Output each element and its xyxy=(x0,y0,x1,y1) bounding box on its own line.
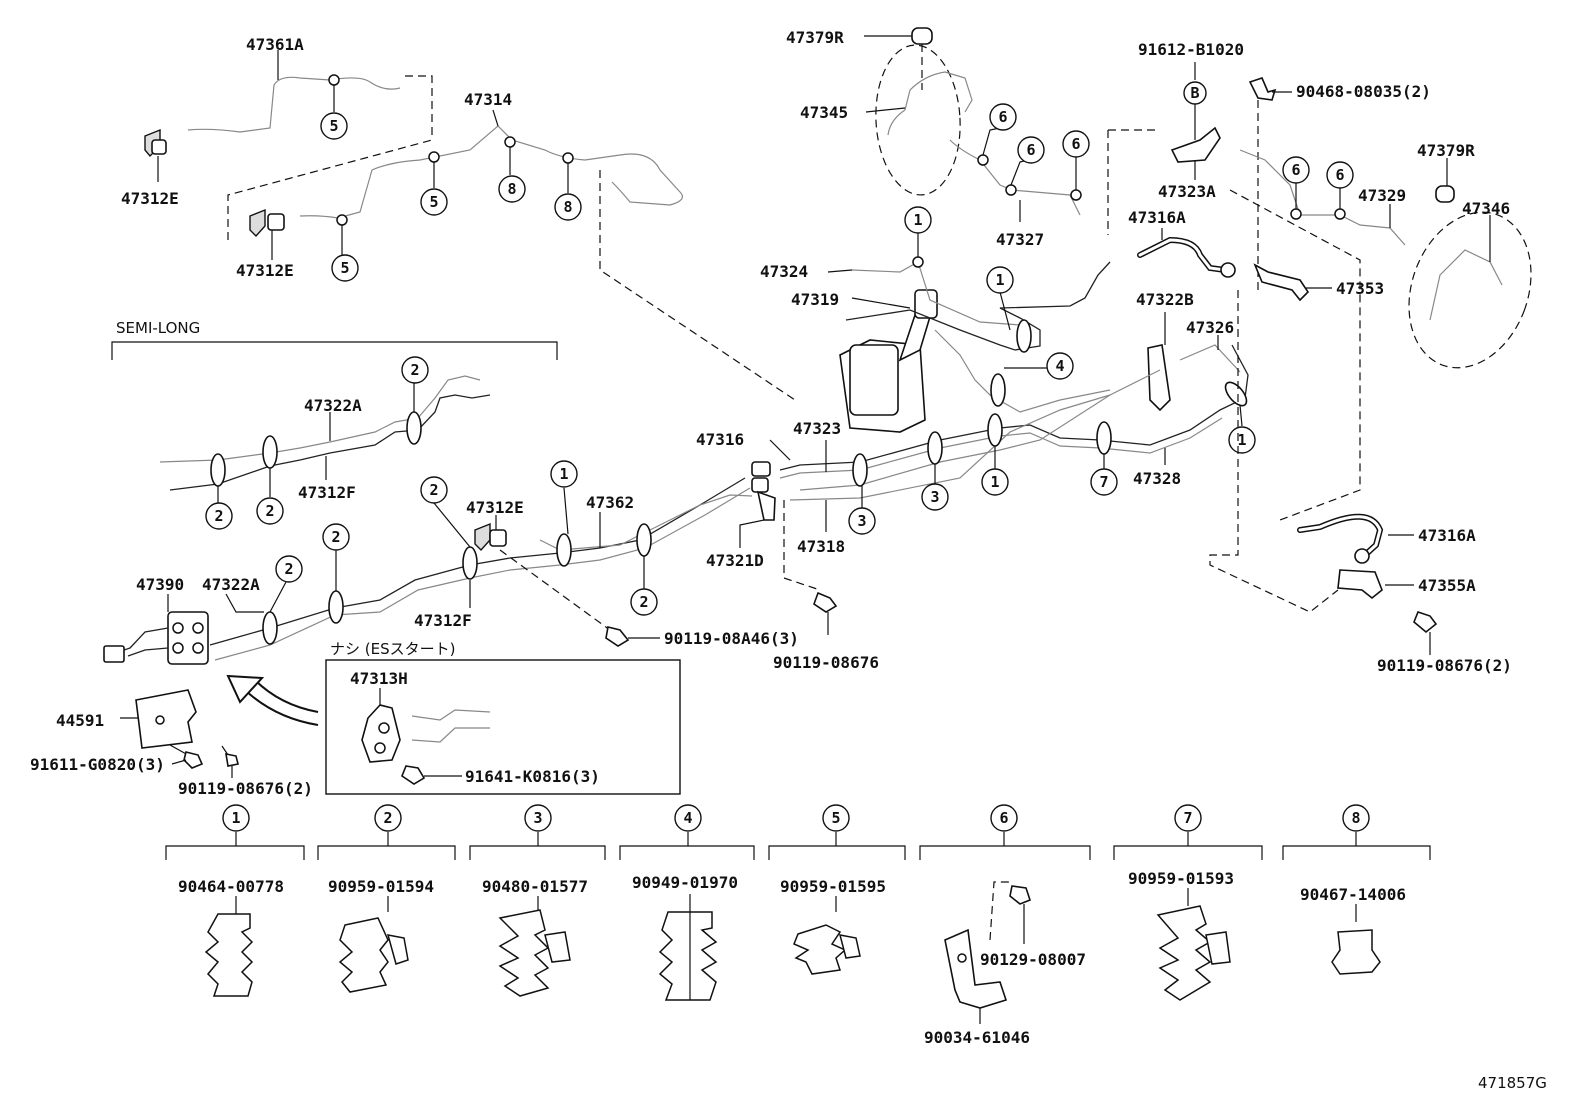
label-91611-G0820: 91611-G0820(3) xyxy=(30,755,165,774)
label-90119-08676-left: 90119-08676(2) xyxy=(178,779,313,798)
label-47322B: 47322B xyxy=(1136,290,1194,309)
clamp-no-2: 2 xyxy=(383,809,392,827)
svg-text:8: 8 xyxy=(563,198,572,216)
svg-text:5: 5 xyxy=(340,259,349,277)
clamp-part-4: 90949-01970 xyxy=(632,873,738,892)
svg-text:5: 5 xyxy=(329,117,338,135)
label-semi-long: SEMI-LONG xyxy=(116,319,200,337)
svg-text:6: 6 xyxy=(1026,141,1035,159)
svg-text:2: 2 xyxy=(639,593,648,611)
clamp-no-7: 7 xyxy=(1183,809,1192,827)
group-top-left xyxy=(144,50,796,401)
label-es-start-note: ナシ (ESスタート) xyxy=(330,640,455,658)
label-91612-B1020: 91612-B1020 xyxy=(1138,40,1244,59)
label-47346: 47346 xyxy=(1462,199,1510,218)
clamp-no-8: 8 xyxy=(1351,809,1360,827)
label-47345: 47345 xyxy=(800,103,848,122)
group-left-lower: 2 2 2 1 2 xyxy=(103,460,753,778)
clamp-part-7: 90959-01593 xyxy=(1128,869,1234,888)
svg-text:B: B xyxy=(1190,84,1199,102)
label-47327: 47327 xyxy=(996,230,1044,249)
label-47312E-lower-center: 47312E xyxy=(466,498,524,517)
clamp-part-2: 90959-01594 xyxy=(328,877,434,896)
svg-text:4: 4 xyxy=(1055,357,1064,375)
label-47353: 47353 xyxy=(1336,279,1384,298)
label-47324: 47324 xyxy=(760,262,808,281)
label-47329: 47329 xyxy=(1358,186,1406,205)
label-47355A: 47355A xyxy=(1418,576,1476,595)
svg-text:1: 1 xyxy=(913,211,922,229)
svg-text:2: 2 xyxy=(284,560,293,578)
clamp-no-6: 6 xyxy=(999,809,1008,827)
label-47316A-lower: 47316A xyxy=(1418,526,1476,545)
label-47313H: 47313H xyxy=(350,669,408,688)
label-47361A: 47361A xyxy=(246,35,304,54)
clamp-part-5: 90959-01595 xyxy=(780,877,886,896)
label-47390: 47390 xyxy=(136,575,184,594)
svg-text:2: 2 xyxy=(214,507,223,525)
clamp-no-4: 4 xyxy=(683,809,692,827)
label-47379R-right: 47379R xyxy=(1417,141,1475,160)
svg-text:7: 7 xyxy=(1099,473,1108,491)
label-47312F-lower: 47312F xyxy=(414,611,472,630)
label-47323: 47323 xyxy=(793,419,841,438)
svg-text:2: 2 xyxy=(331,528,340,546)
label-47326: 47326 xyxy=(1186,318,1234,337)
group-semi-long: 2 2 2 xyxy=(111,341,558,530)
label-47328: 47328 xyxy=(1133,469,1181,488)
svg-text:2: 2 xyxy=(429,481,438,499)
label-47312E-lower: 47312E xyxy=(236,261,294,280)
clamp-no-5: 5 xyxy=(831,809,840,827)
clamp-part-6: 90034-61046 xyxy=(924,1028,1030,1047)
label-47316: 47316 xyxy=(696,430,744,449)
label-90119-08676-right: 90119-08676(2) xyxy=(1377,656,1512,675)
svg-text:6: 6 xyxy=(998,108,1007,126)
clamp-part-1: 90464-00778 xyxy=(178,877,284,896)
group-center: 1 1 4 1 3 3 7 1 xyxy=(739,206,1438,655)
clamp-part-8: 90467-14006 xyxy=(1300,885,1406,904)
svg-text:3: 3 xyxy=(930,488,939,506)
label-91641-K0816: 91641-K0816(3) xyxy=(465,767,600,786)
svg-text:2: 2 xyxy=(265,502,274,520)
svg-text:1: 1 xyxy=(990,473,999,491)
svg-text:5: 5 xyxy=(429,193,438,211)
label-44591: 44591 xyxy=(56,711,104,730)
label-47322A-lower: 47322A xyxy=(202,575,260,594)
svg-text:1: 1 xyxy=(1237,431,1246,449)
clamp-no-3: 3 xyxy=(533,809,542,827)
circle-refs-top-left: 5 5 8 8 5 xyxy=(320,112,582,282)
svg-text:1: 1 xyxy=(559,465,568,483)
label-47312F-upper: 47312F xyxy=(298,483,356,502)
label-47316A-upper: 47316A xyxy=(1128,208,1186,227)
svg-text:6: 6 xyxy=(1071,135,1080,153)
svg-text:2: 2 xyxy=(410,361,419,379)
label-47379R-upper: 47379R xyxy=(786,28,844,47)
group-top-center: 6 6 6 xyxy=(864,27,1090,222)
label-47321D: 47321D xyxy=(706,551,764,570)
es-start-box xyxy=(325,659,681,795)
label-47314: 47314 xyxy=(464,90,512,109)
label-90119-08676-center: 90119-08676 xyxy=(773,653,879,672)
label-47318: 47318 xyxy=(797,537,845,556)
svg-text:3: 3 xyxy=(857,512,866,530)
label-90468-08035: 90468-08035(2) xyxy=(1296,82,1431,101)
svg-text:6: 6 xyxy=(1335,166,1344,184)
label-47322A-upper: 47322A xyxy=(304,396,362,415)
label-47362: 47362 xyxy=(586,493,634,512)
label-47319: 47319 xyxy=(791,290,839,309)
group-top-right: B 6 6 xyxy=(1107,62,1532,521)
clamp-part-3: 90480-01577 xyxy=(482,877,588,896)
clamp-part-6-bolt: 90129-08007 xyxy=(980,950,1086,969)
label-47323A: 47323A xyxy=(1158,182,1216,201)
clamp-no-1: 1 xyxy=(231,809,240,827)
label-90119-08A46: 90119-08A46(3) xyxy=(664,629,799,648)
clamp-legend: 1 2 3 4 5 6 7 8 xyxy=(165,804,1431,1024)
svg-text:8: 8 xyxy=(507,180,516,198)
label-47312E-upper: 47312E xyxy=(121,189,179,208)
figure-code: 471857G xyxy=(1478,1074,1547,1092)
svg-text:1: 1 xyxy=(995,271,1004,289)
svg-text:6: 6 xyxy=(1291,161,1300,179)
